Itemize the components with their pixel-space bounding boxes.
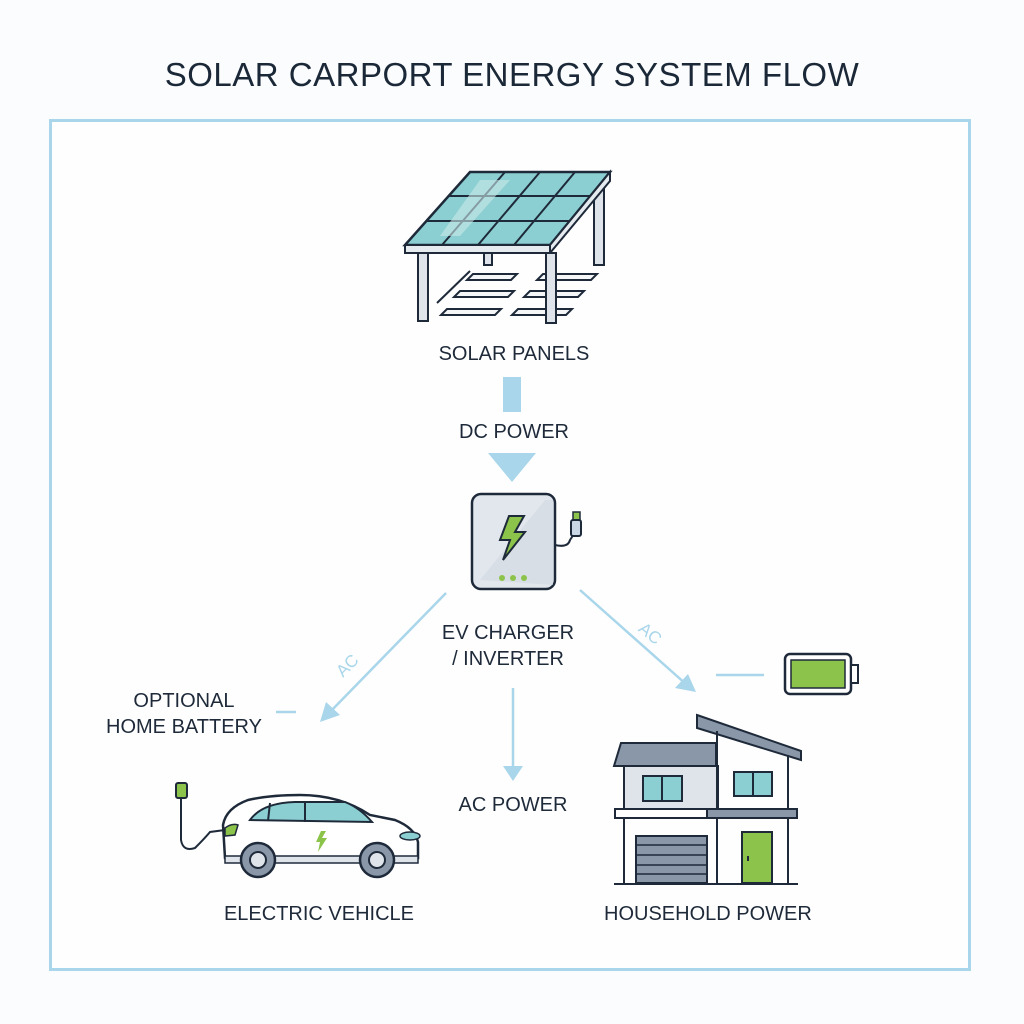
diagram-title: SOLAR CARPORT ENERGY SYSTEM FLOW [164, 56, 860, 93]
ac-down-flow-arrow [503, 688, 523, 781]
dc-flow-arrowhead [488, 453, 536, 482]
battery-label-line2: HOME BATTERY [106, 716, 262, 738]
solar-panels-label: SOLAR PANELS [438, 343, 590, 365]
battery-label-line1: OPTIONAL [133, 690, 235, 712]
ev-charger-inverter-icon [470, 492, 582, 591]
dc-flow-bar [503, 377, 521, 412]
electric-car-icon [175, 782, 421, 879]
house-icon [612, 713, 802, 885]
electric-vehicle-label: ELECTRIC VEHICLE [223, 903, 415, 925]
ac-power-label: AC POWER [458, 794, 568, 816]
battery-icon [783, 652, 859, 696]
ac-right-flow-arrow [579, 589, 764, 692]
dc-power-label: DC POWER [459, 421, 569, 443]
charger-label-line1: EV CHARGER [441, 622, 575, 644]
solar-carport-icon [402, 169, 613, 324]
charger-label-line2: / INVERTER [452, 648, 564, 670]
household-power-label: HOUSEHOLD POWER [604, 903, 812, 925]
ac-left-flow-arrow [276, 592, 447, 722]
